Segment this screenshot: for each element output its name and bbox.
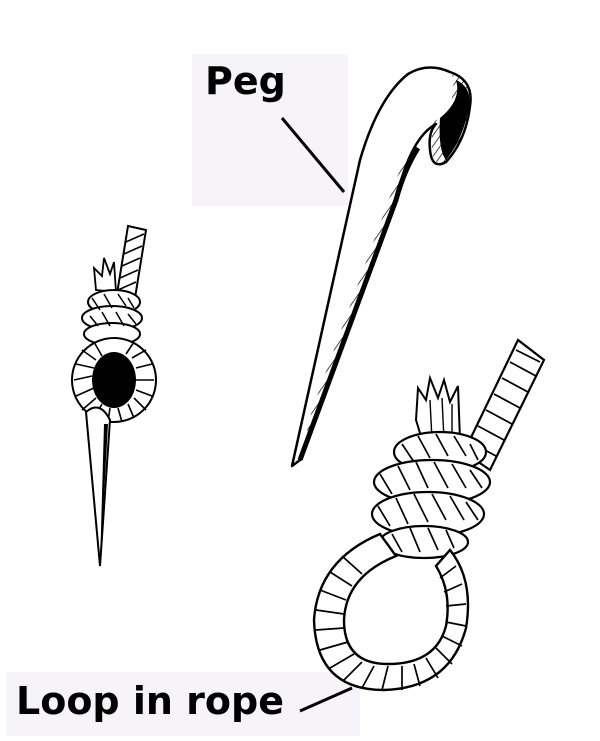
peg-shadow-edge xyxy=(297,146,421,461)
loop-in-rope-label: Loop in rope xyxy=(16,679,284,723)
rope-loop-illustration xyxy=(312,338,546,692)
small-rope-frayed-end xyxy=(92,257,117,294)
rope-knot xyxy=(370,430,492,560)
peg-hook-dark xyxy=(439,80,470,160)
small-peg-with-rope-loop xyxy=(71,224,157,567)
peg-label: Peg xyxy=(205,59,286,103)
peg-leader-line xyxy=(280,117,346,193)
loop-label-background xyxy=(6,672,360,736)
rope-loop xyxy=(312,532,470,692)
peg-illustration xyxy=(290,66,472,468)
loop-leader-line xyxy=(299,686,353,713)
small-rope-knot xyxy=(81,289,143,346)
peg-label-background xyxy=(192,54,348,206)
small-rope-loop xyxy=(71,337,157,423)
